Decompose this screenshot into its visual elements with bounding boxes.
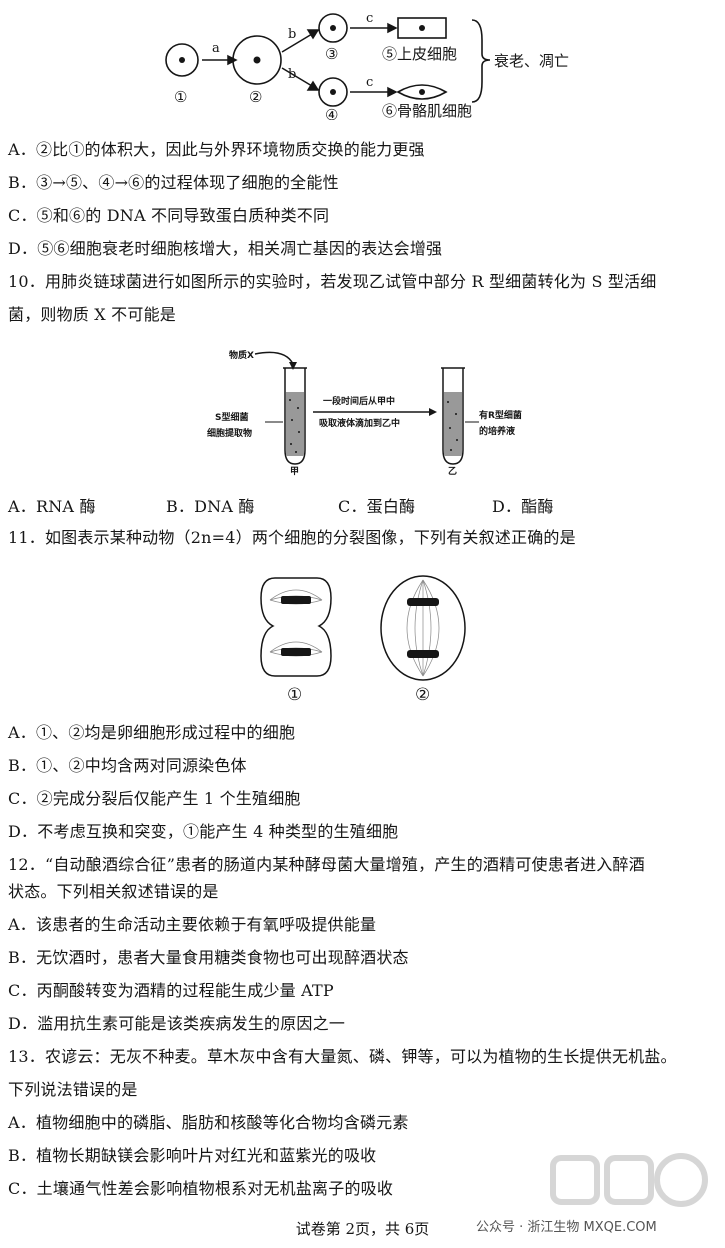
page-footer: 试卷第 2页，共 6页 [295,1220,430,1238]
arrow-label-c2: c [366,75,373,90]
skeletal-muscle-cell-label: ⑥骨骼肌细胞 [382,102,472,120]
q9-option-b: B．③→⑤、④→⑥的过程体现了细胞的全能性 [8,173,339,192]
substance-x-label: 物质X [229,349,254,361]
q10-option-d: D．酯酶 [492,497,554,516]
q9-option-a: A．②比①的体积大，因此与外界环境物质交换的能力更强 [8,140,425,159]
transfer-label-1: 一段时间后从甲中 [323,395,395,407]
arrow-label-c1: c [366,11,373,26]
s-bacteria-label-1: S型细菌 [215,411,248,423]
q11-option-d: D．不考虑互换和突变，①能产生 4 种类型的生殖细胞 [8,822,399,841]
epithelial-cell-label: ⑤上皮细胞 [382,45,457,63]
q11-option-b: B．①、②中均含两对同源染色体 [8,756,247,775]
r-bacteria-label-1: 有R型细菌 [479,409,522,421]
transformation-experiment-diagram: 物质X S型细菌 细胞提取物 一段时间后从甲中 吸取液体滴加到乙中 有R型细菌 … [207,349,522,477]
q12-option-d: D．滥用抗生素可能是该类疾病发生的原因之一 [8,1014,346,1033]
q10-option-b: B．DNA 酶 [166,497,255,516]
figure-label-1: ① [287,685,302,705]
watermark-text: 公众号 · 浙江生物 MXQE.COM [476,1220,657,1235]
cell-label-2: ② [249,88,262,106]
q10-stem-line1: 10．用肺炎链球菌进行如图所示的实验时，若发现乙试管中部分 R 型细菌转化为 S… [8,272,657,291]
q12-option-b: B．无饮酒时，患者大量食用糖类食物也可出现醉酒状态 [8,948,409,967]
q10-option-c: C．蛋白酶 [338,497,416,516]
tube-a-label: 甲 [290,466,299,477]
q10-stem-line2: 菌，则物质 X 不可能是 [8,305,176,324]
q11-option-c: C．②完成分裂后仅能产生 1 个生殖细胞 [8,789,301,808]
cell-label-4: ④ [325,106,338,120]
q12-option-c: C．丙酮酸转变为酒精的过程能生成少量 ATP [8,981,334,1000]
q13-option-a: A．植物细胞中的磷脂、脂肪和核酸等化合物均含磷元素 [8,1113,409,1132]
arrow-label-b2: b [288,67,296,82]
q12-stem-line1: 12．“自动酿酒综合征”患者的肠道内某种酵母菌大量增殖，产生的酒精可使患者进入醉… [8,855,645,874]
q13-option-b: B．植物长期缺镁会影响叶片对红光和蓝紫光的吸收 [8,1146,377,1165]
cell-label-1: ① [174,88,187,106]
cell-label-3: ③ [325,45,338,63]
q12-stem-line2: 状态。下列相关叙述错误的是 [8,882,219,901]
figure-label-2: ② [415,685,430,705]
r-bacteria-label-2: 的培养液 [479,425,516,437]
tube-b-label: 乙 [448,466,457,477]
q12-option-a: A．该患者的生命活动主要依赖于有氧呼吸提供能量 [8,915,377,934]
q11-option-a: A．①、②均是卵细胞形成过程中的细胞 [8,723,296,742]
q13-option-c: C．土壤通气性差会影响植物根系对无机盐离子的吸收 [8,1179,394,1198]
q13-stem-line1: 13．农谚云：无灰不种麦。草木灰中含有大量氮、磷、钾等，可以为植物的生长提供无机… [8,1047,677,1066]
watermark-logo [550,1153,708,1207]
aging-apoptosis-label: 衰老、凋亡 [494,52,569,70]
q11-stem: 11．如图表示某种动物（2n=4）两个细胞的分裂图像，下列有关叙述正确的是 [8,528,576,547]
transfer-label-2: 吸取液体滴加到乙中 [319,417,400,429]
q9-option-d: D．⑤⑥细胞衰老时细胞核增大，相关凋亡基因的表达会增强 [8,239,443,258]
cell-differentiation-diagram: a b b c c ① ② ③ ④ ⑤上皮细胞 ⑥骨骼肌细胞 衰老、凋亡 [165,11,569,120]
q13-stem-line2: 下列说法错误的是 [8,1080,138,1099]
s-bacteria-label-2: 细胞提取物 [207,427,252,439]
arrow-label-a: a [212,41,220,56]
cell-division-diagram: ① ② [260,575,466,705]
q9-option-c: C．⑤和⑥的 DNA 不同导致蛋白质种类不同 [8,206,330,225]
arrow-label-b1: b [288,27,296,42]
q10-option-a: A．RNA 酶 [8,497,96,516]
